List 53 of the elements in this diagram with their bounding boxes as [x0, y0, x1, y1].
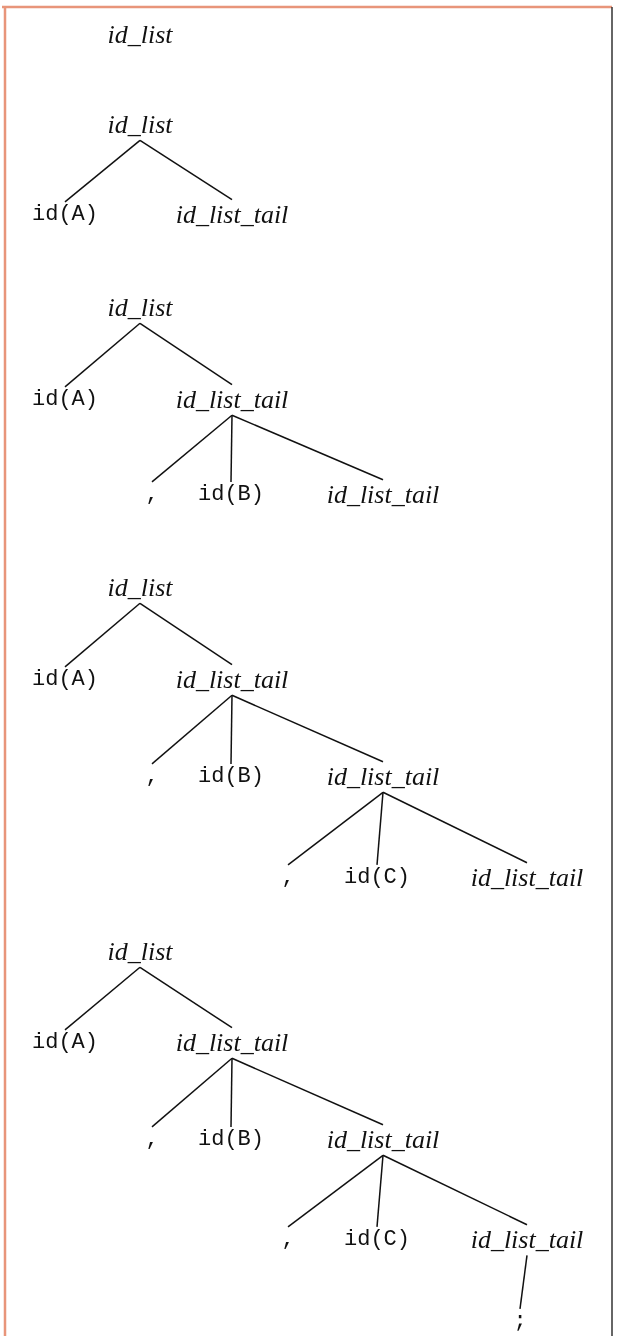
tree-edge — [376, 1154, 384, 1228]
tree-edge — [151, 1057, 233, 1128]
tree-edge — [64, 602, 141, 668]
terminal-label: id(B) — [198, 1127, 264, 1153]
terminal-label: id(A) — [32, 667, 98, 693]
terminal-label: id(A) — [32, 1030, 98, 1056]
terminal-label: , — [145, 482, 159, 508]
nonterminal-label: id_list_tail — [175, 200, 289, 230]
terminal-label: id(C) — [344, 1227, 410, 1253]
terminal-label: , — [145, 1127, 159, 1153]
tree-edge — [287, 791, 384, 866]
tree-edge — [151, 414, 233, 483]
terminal-label: id(C) — [344, 865, 410, 891]
tree-edge — [139, 322, 233, 386]
nonterminal-label: id_list_tail — [326, 480, 440, 510]
tree-edge — [382, 791, 528, 864]
tree-edge — [64, 966, 141, 1031]
tree-edge — [230, 1057, 233, 1128]
tree-edge — [64, 322, 141, 388]
nonterminal-label: id_list_tail — [470, 1225, 584, 1255]
tree-edge — [230, 414, 233, 483]
nonterminal-label: id_list_tail — [326, 1125, 440, 1155]
tree-edge — [139, 139, 233, 201]
terminal-label: , — [145, 764, 159, 790]
tree-edge — [519, 1254, 528, 1310]
terminal-label: id(B) — [198, 764, 264, 790]
nonterminal-label: id_list — [107, 20, 173, 50]
terminal-label: id(B) — [198, 482, 264, 508]
tree-edge — [231, 414, 384, 481]
nonterminal-label: id_list_tail — [175, 1028, 289, 1058]
nonterminal-label: id_list — [107, 937, 173, 967]
nonterminal-label: id_list_tail — [175, 385, 289, 415]
tree-edge — [376, 791, 384, 866]
tree-edge — [151, 694, 233, 765]
nonterminal-label: id_list_tail — [175, 665, 289, 695]
tree-edge — [139, 966, 233, 1029]
nonterminal-label: id_list — [107, 110, 173, 140]
terminal-label: ; — [513, 1309, 527, 1335]
tree-edge — [231, 694, 384, 763]
tree-edge — [139, 602, 233, 666]
terminal-label: , — [281, 865, 295, 891]
tree-edge — [231, 1057, 384, 1126]
terminal-label: id(A) — [32, 202, 98, 228]
nonterminal-label: id_list — [107, 293, 173, 323]
tree-edge — [230, 694, 233, 765]
tree-edge — [287, 1154, 384, 1228]
tree-edge — [64, 139, 141, 203]
terminal-label: , — [281, 1227, 295, 1253]
nonterminal-label: id_list_tail — [470, 863, 584, 893]
nonterminal-label: id_list — [107, 573, 173, 603]
tree-edge — [382, 1154, 528, 1226]
terminal-label: id(A) — [32, 387, 98, 413]
nonterminal-label: id_list_tail — [326, 762, 440, 792]
